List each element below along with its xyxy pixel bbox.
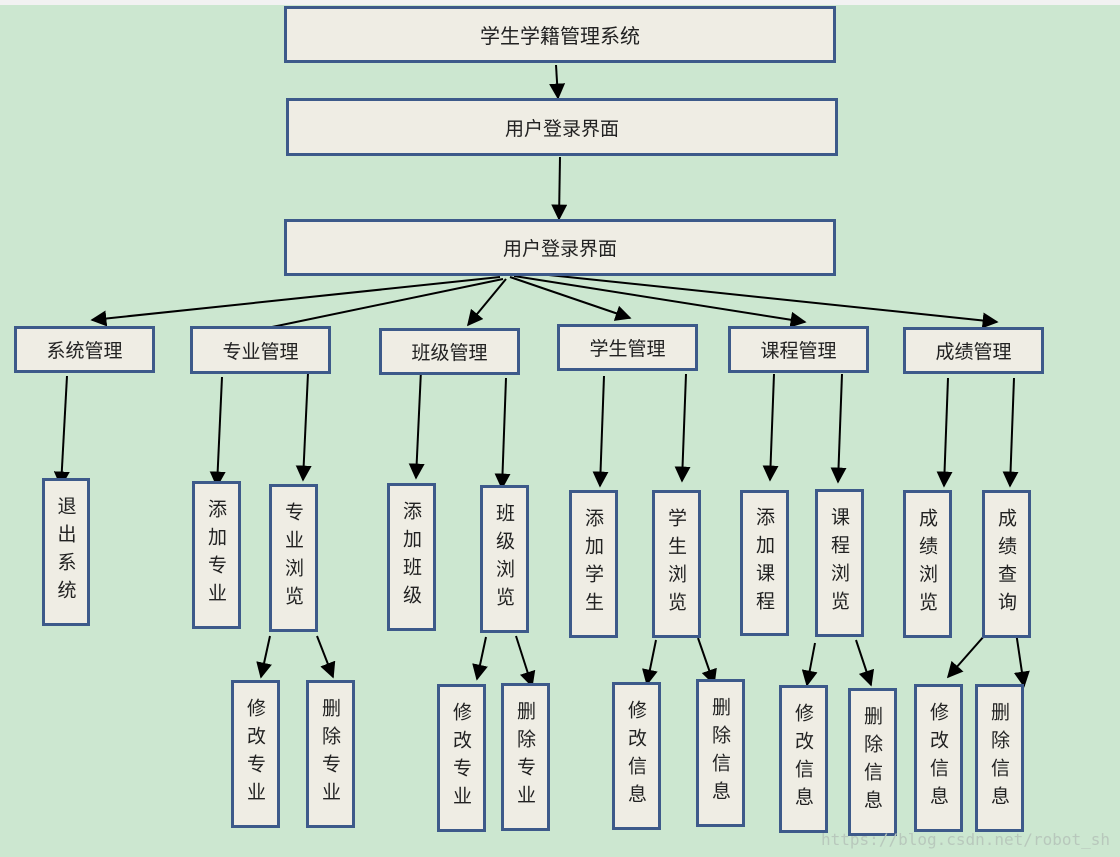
node-browse-course: 课程浏览 — [815, 489, 864, 637]
arrow-class-browse-to-delete — [515, 635, 536, 688]
node-course-manage: 课程管理 — [728, 326, 869, 373]
node-browse-class: 班级浏览 — [480, 485, 529, 633]
node-login-2: 用户登录界面 — [284, 219, 836, 276]
node-exit-system: 退出系统 — [42, 478, 90, 626]
node-edit-course-info: 修改信息 — [779, 685, 828, 833]
node-edit-class-major: 修改专业 — [437, 684, 486, 832]
node-add-major: 添加专业 — [192, 481, 241, 629]
node-delete-score-info: 删除信息 — [975, 684, 1024, 832]
arrow-score-query-to-edit — [946, 634, 986, 679]
arrow-course-browse-to-delete — [855, 639, 875, 687]
node-query-score: 成绩查询 — [982, 490, 1031, 638]
arrow-login2-to-student — [509, 276, 632, 321]
arrow-student-browse-to-edit — [642, 639, 658, 686]
node-add-course: 添加课程 — [740, 490, 789, 636]
arrow-student-browse-to-delete — [697, 637, 717, 686]
node-delete-student-info: 删除信息 — [696, 679, 745, 827]
arrow-class-to-add — [408, 369, 425, 480]
node-browse-score: 成绩浏览 — [903, 490, 952, 638]
arrow-course-to-add — [762, 373, 779, 482]
arrow-sys-to-exit — [53, 375, 70, 488]
node-score-manage: 成绩管理 — [903, 327, 1044, 374]
node-sys-manage: 系统管理 — [14, 326, 155, 373]
arrow-course-to-browse — [830, 373, 847, 484]
arrow-login2-to-course — [513, 275, 807, 328]
node-delete-major: 删除专业 — [306, 680, 355, 828]
arrow-major-browse-to-edit — [256, 635, 272, 679]
arrow-course-browse-to-edit — [801, 642, 818, 687]
arrow-title-to-login1 — [549, 64, 566, 100]
arrow-login2-to-sys — [90, 276, 501, 327]
node-login-1: 用户登录界面 — [286, 98, 838, 156]
arrow-major-to-browse — [295, 372, 312, 482]
node-major-manage: 专业管理 — [190, 326, 331, 374]
arrow-major-to-add — [209, 376, 226, 488]
arrow-student-to-add — [592, 375, 609, 488]
arrow-login1-to-login2 — [551, 156, 568, 221]
node-add-class: 添加班级 — [387, 483, 436, 631]
arrow-class-to-browse — [494, 377, 511, 490]
node-browse-student: 学生浏览 — [652, 490, 701, 638]
node-delete-course-info: 删除信息 — [848, 688, 897, 836]
top-strip — [0, 0, 1120, 5]
arrow-score-query-to-delete — [1013, 631, 1030, 688]
arrow-student-to-browse — [674, 373, 691, 483]
node-edit-score-info: 修改信息 — [914, 684, 963, 832]
node-add-student: 添加学生 — [569, 490, 618, 638]
arrow-score-to-browse — [936, 377, 953, 488]
watermark-url: https://blog.csdn.net/robot_sh — [821, 830, 1110, 849]
node-edit-major: 修改专业 — [231, 680, 280, 828]
node-delete-class-major: 删除专业 — [501, 683, 550, 831]
arrow-login2-to-major — [271, 278, 504, 328]
node-student-manage: 学生管理 — [557, 324, 698, 371]
arrow-score-to-query — [1002, 377, 1019, 488]
arrow-login2-to-class — [466, 278, 507, 327]
node-browse-major: 专业浏览 — [269, 484, 318, 632]
node-class-manage: 班级管理 — [379, 328, 520, 375]
node-title: 学生学籍管理系统 — [284, 6, 836, 63]
arrow-login2-to-score — [519, 271, 999, 329]
arrow-major-browse-to-delete — [316, 635, 336, 679]
arrow-class-browse-to-edit — [472, 636, 488, 681]
node-edit-student-info: 修改信息 — [612, 682, 661, 830]
